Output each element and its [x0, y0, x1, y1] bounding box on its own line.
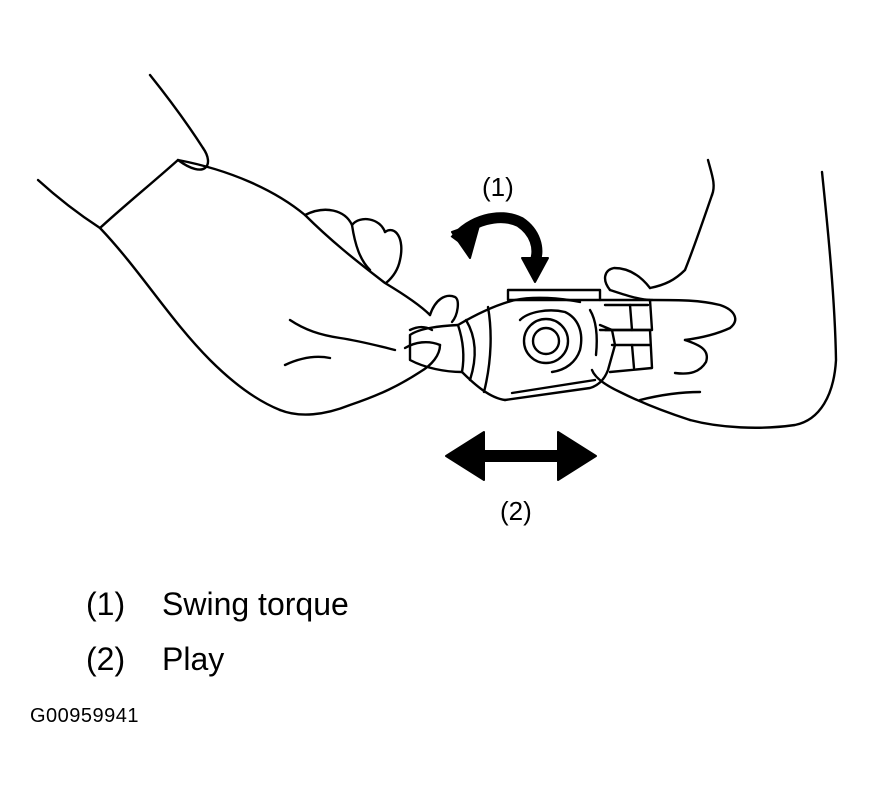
legend-text: Swing torque	[162, 586, 349, 622]
figure-code: G00959941	[30, 705, 140, 727]
universal-joint	[410, 290, 652, 400]
legend-text: Play	[162, 641, 225, 677]
callout-label-1: (1)	[482, 172, 514, 202]
right-hand	[592, 160, 836, 428]
left-hand	[100, 160, 458, 415]
legend-number: (2)	[86, 641, 126, 677]
double-headed-horizontal-arrow-icon	[445, 431, 597, 481]
curved-rotation-arrow-icon	[452, 218, 549, 283]
callout-label-2: (2)	[500, 496, 532, 526]
legend-number: (1)	[86, 586, 126, 622]
legend-item-swing-torque: (1) Swing torque	[86, 588, 349, 620]
legend-item-play: (2) Play	[86, 643, 224, 675]
illustration-hands-holding-joint	[0, 0, 874, 481]
left-sleeve	[38, 75, 208, 228]
